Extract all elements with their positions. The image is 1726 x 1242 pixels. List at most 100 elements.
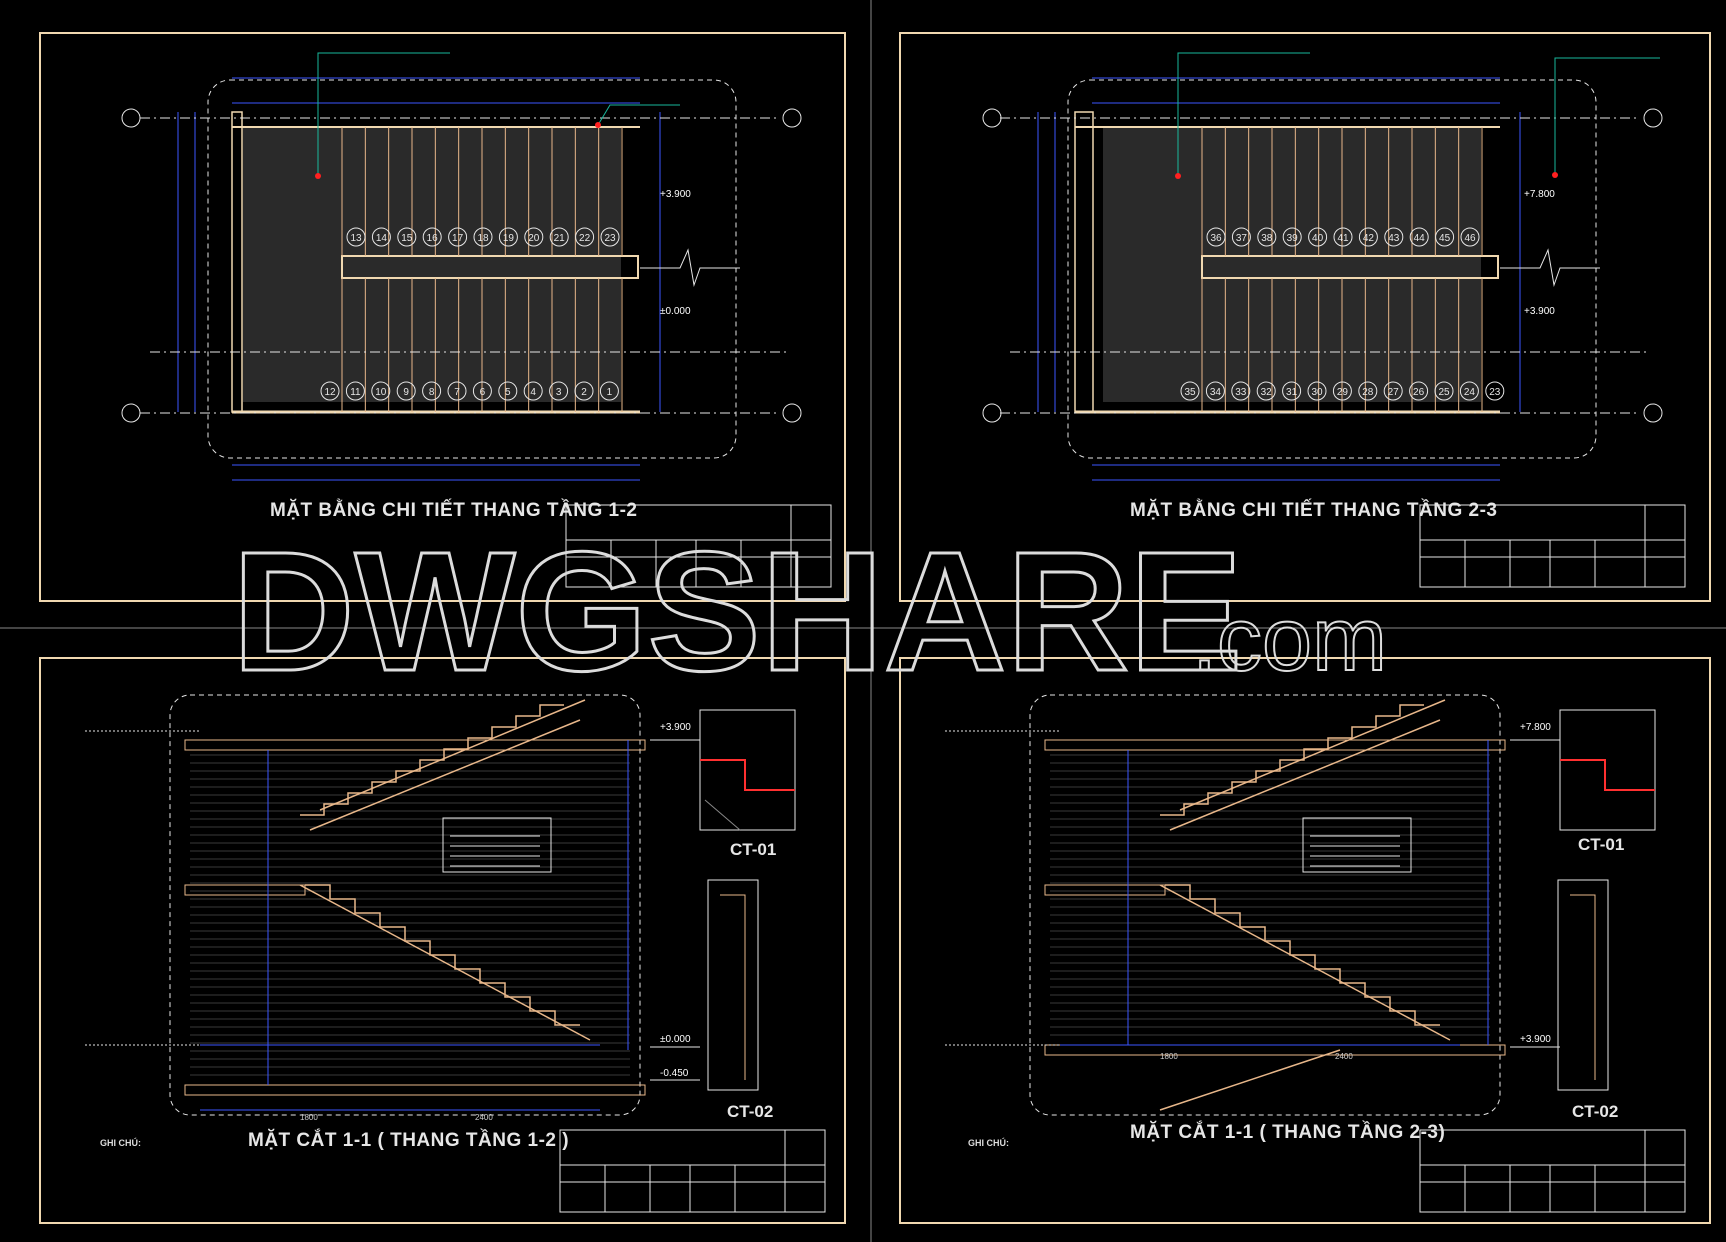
- step-number: 4: [530, 387, 536, 398]
- step-number: 22: [579, 233, 591, 244]
- step-number-circle: [1460, 227, 1480, 247]
- step-number-circle: [1333, 227, 1353, 247]
- step-number-circle: [523, 381, 543, 401]
- step-number-circle: [1257, 227, 1277, 247]
- ct01-left-label: CT-01: [730, 840, 777, 859]
- title-block: [565, 504, 832, 588]
- step-number-circle: [472, 381, 492, 401]
- step-number-circle: [422, 381, 442, 401]
- step-number-circle: [498, 381, 518, 401]
- step-number-circle: [1205, 381, 1225, 401]
- step-number: 19: [503, 233, 515, 244]
- step-number: 33: [1235, 387, 1247, 398]
- step-number-circle: [1332, 381, 1352, 401]
- sec1-level-mid: ±0.000: [660, 1034, 691, 1045]
- plan1-level-upper: +3.900: [660, 189, 691, 200]
- title-block: [1419, 504, 1686, 588]
- step-number: 45: [1439, 233, 1451, 244]
- step-number: 6: [480, 387, 486, 398]
- sec2-notes-heading: GHI CHÚ:: [968, 1138, 1009, 1148]
- step-number: 1: [607, 387, 613, 398]
- step-number-circle: [1409, 381, 1429, 401]
- step-number: 7: [454, 387, 460, 398]
- plan2-level-upper: +7.800: [1524, 189, 1555, 200]
- plan-2-title: MẶT BẰNG CHI TIẾT THANG TẦNG 2-3: [1130, 500, 1498, 521]
- step-number: 36: [1210, 233, 1222, 244]
- watermark-main: DWGSHARE: [232, 520, 1243, 700]
- step-number: 14: [376, 233, 388, 244]
- step-number-circle: [1384, 227, 1404, 247]
- title-block: [1419, 1129, 1686, 1213]
- sec2-level-top: +7.800: [1520, 722, 1551, 733]
- step-number: 28: [1362, 387, 1374, 398]
- step-number: 32: [1261, 387, 1273, 398]
- step-number: 44: [1414, 233, 1426, 244]
- step-number: 11: [350, 387, 361, 398]
- step-number: 38: [1261, 233, 1273, 244]
- step-number: 41: [1337, 233, 1349, 244]
- step-number-circle: [1358, 381, 1378, 401]
- step-number: 46: [1464, 233, 1476, 244]
- watermark-suffix: .com: [1192, 590, 1387, 690]
- step-number-circle: [448, 227, 468, 247]
- step-number-circle: [396, 381, 416, 401]
- step-number: 12: [324, 387, 336, 398]
- step-number-circle: [473, 227, 493, 247]
- step-number-circle: [1308, 227, 1328, 247]
- sec1-level-bottom: -0.450: [660, 1068, 689, 1079]
- step-number-circle: [345, 381, 365, 401]
- step-number: 31: [1286, 387, 1298, 398]
- section-2-title: MẶT CẮT 1-1 ( THANG TẦNG 2-3): [1130, 1122, 1446, 1143]
- step-number: 35: [1184, 387, 1196, 398]
- step-number: 16: [427, 233, 439, 244]
- section-1-2: [85, 694, 796, 1116]
- step-number: 27: [1388, 387, 1400, 398]
- step-number-circle: [1206, 227, 1226, 247]
- step-number-circle: [1409, 227, 1429, 247]
- step-number: 24: [1464, 387, 1476, 398]
- plan2-level-lower: +3.900: [1524, 306, 1555, 317]
- step-number: 39: [1287, 233, 1299, 244]
- step-number-circle: [524, 227, 544, 247]
- step-number-circle: [346, 227, 366, 247]
- ct02-right-label: CT-02: [1572, 1102, 1619, 1121]
- step-number: 25: [1438, 387, 1450, 398]
- plan1-level-lower: ±0.000: [660, 306, 691, 317]
- step-number: 43: [1388, 233, 1400, 244]
- step-number: 42: [1363, 233, 1375, 244]
- step-number-circle: [397, 227, 417, 247]
- step-number-circle: [1282, 381, 1302, 401]
- step-number-circle: [574, 381, 594, 401]
- title-blocks: [559, 504, 1686, 1213]
- step-number: 13: [350, 233, 362, 244]
- step-number: 2: [581, 387, 587, 398]
- step-number: 5: [505, 387, 511, 398]
- step-number: 15: [401, 233, 413, 244]
- step-number-circle: [320, 381, 340, 401]
- step-number-circle: [1282, 227, 1302, 247]
- step-number-circle: [422, 227, 442, 247]
- sec1-level-top: +3.900: [660, 722, 691, 733]
- step-number: 26: [1413, 387, 1425, 398]
- step-number-circle: [498, 227, 518, 247]
- step-number: 17: [452, 233, 464, 244]
- step-number-circle: [371, 381, 391, 401]
- step-number: 20: [528, 233, 540, 244]
- ct01-right-label: CT-01: [1578, 835, 1625, 854]
- section-1-title: MẶT CẮT 1-1 ( THANG TẦNG 1-2 ): [248, 1130, 570, 1151]
- step-number: 40: [1312, 233, 1324, 244]
- step-number-circle: [1231, 381, 1251, 401]
- sec1-dim-2400: 2400: [475, 1113, 493, 1122]
- step-number-circle: [1485, 381, 1505, 401]
- step-number: 9: [403, 387, 409, 398]
- step-number: 30: [1311, 387, 1323, 398]
- sec1-dim-1800: 1800: [300, 1113, 318, 1122]
- sec2-dim-1800: 1800: [1160, 1052, 1178, 1061]
- ct02-left-label: CT-02: [727, 1102, 774, 1121]
- step-number-circle: [1180, 381, 1200, 401]
- step-number: 10: [375, 387, 387, 398]
- step-number-circle: [1434, 381, 1454, 401]
- plan-2-3: [982, 52, 1663, 481]
